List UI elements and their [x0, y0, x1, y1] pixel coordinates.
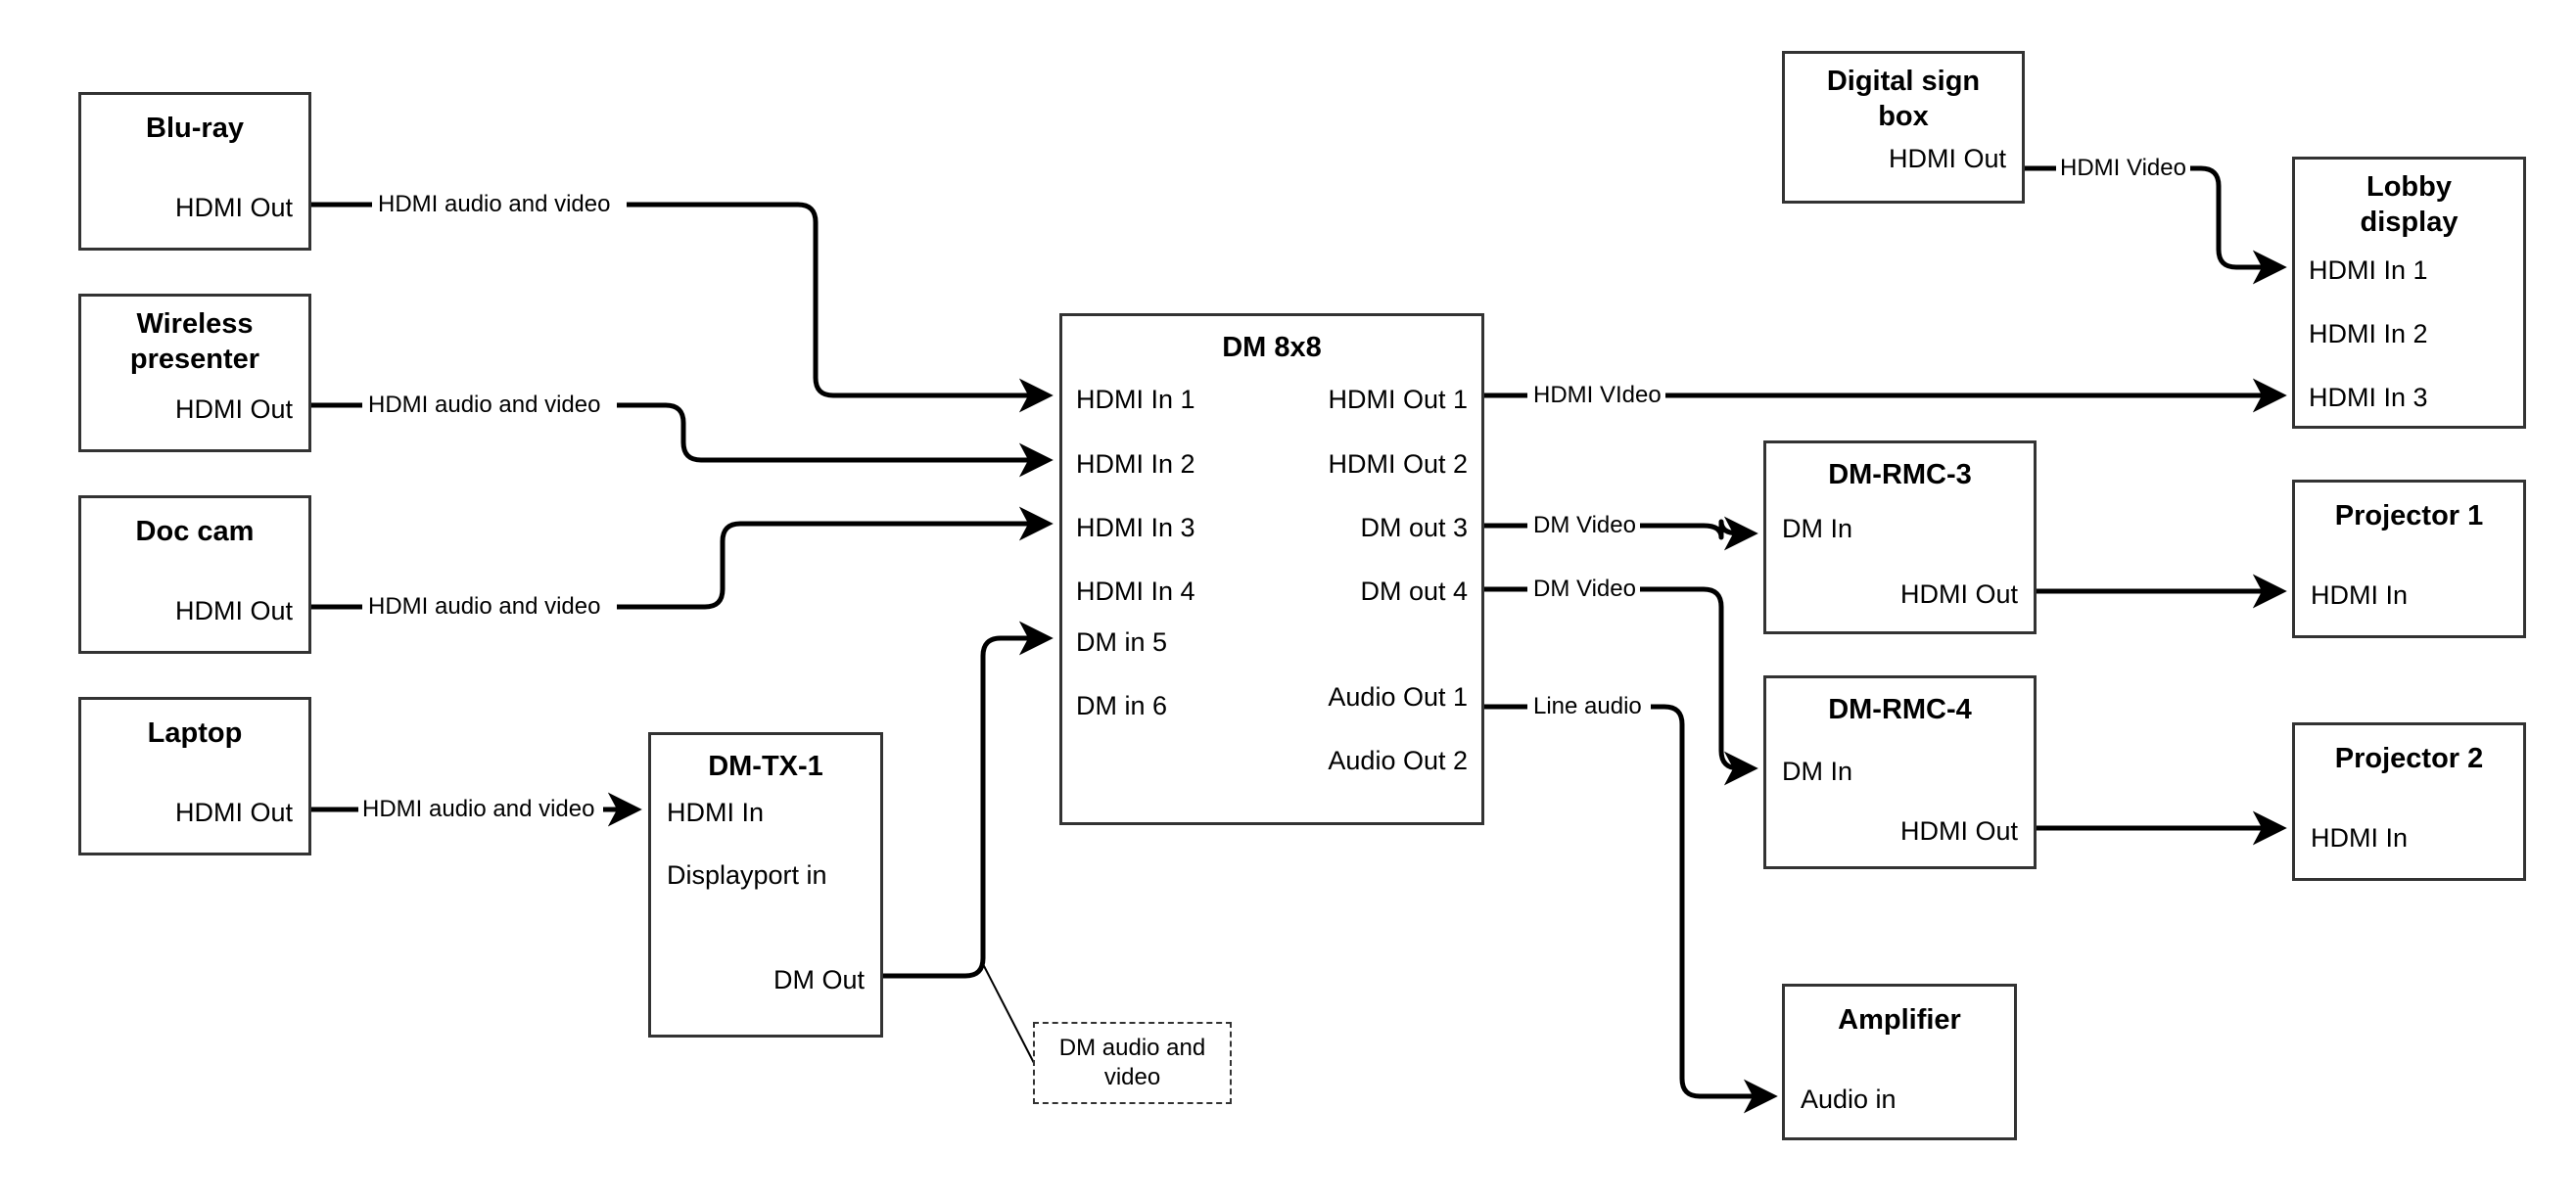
wire-dmtx-to-dm-in5 — [883, 621, 1054, 979]
node-projector-2-title: Projector 2 — [2334, 743, 2484, 774]
node-dm-8x8-port-dm-out-3[interactable]: DM out 3 — [1360, 513, 1468, 542]
node-dm-8x8-port-audio-out-2[interactable]: Audio Out 2 — [1328, 746, 1468, 775]
node-dm-rmc-3[interactable]: DM-RMC-3 DM In HDMI Out — [1763, 440, 2037, 634]
node-dm-tx-1-port-dm-out[interactable]: DM Out — [773, 965, 865, 994]
node-projector-2-port-hdmi-in[interactable]: HDMI In — [2311, 823, 2409, 853]
node-dm-tx-1-port-hdmi-in[interactable]: HDMI In — [667, 798, 765, 827]
node-dm-tx-1-title: DM-TX-1 — [708, 751, 823, 782]
edge-label-hdmi-video-out1: HDMI VIdeo — [1529, 383, 1665, 408]
node-lobby-display-title-line2: display — [2360, 207, 2459, 238]
node-dm-8x8-port-hdmi-out-1[interactable]: HDMI Out 1 — [1328, 385, 1468, 414]
node-amplifier[interactable]: Amplifier Audio in — [1782, 984, 2017, 1140]
node-dm-rmc-4[interactable]: DM-RMC-4 DM In HDMI Out — [1763, 675, 2037, 869]
node-dm-8x8[interactable]: DM 8x8 HDMI In 1 HDMI In 2 HDMI In 3 HDM… — [1059, 313, 1484, 825]
node-dm-8x8-port-hdmi-in-4[interactable]: HDMI In 4 — [1076, 577, 1195, 606]
node-dm-tx-1-port-displayport-in[interactable]: Displayport in — [667, 860, 827, 890]
node-bluray-title: Blu-ray — [146, 113, 244, 144]
node-dm-rmc-4-title: DM-RMC-4 — [1828, 694, 1972, 725]
node-dm-8x8-port-hdmi-in-2[interactable]: HDMI In 2 — [1076, 449, 1195, 479]
node-dm-8x8-port-hdmi-in-1[interactable]: HDMI In 1 — [1076, 385, 1195, 414]
edge-label-line-audio: Line audio — [1529, 694, 1646, 719]
node-dm-rmc-3-title: DM-RMC-3 — [1828, 459, 1972, 490]
node-dm-8x8-port-dm-in-6[interactable]: DM in 6 — [1076, 691, 1168, 720]
edge-label-hdmi-av-laptop: HDMI audio and video — [358, 797, 599, 822]
node-doc-cam-title: Doc cam — [135, 516, 255, 547]
node-wireless-presenter-port-hdmi-out[interactable]: HDMI Out — [174, 394, 293, 424]
node-dm-8x8-port-hdmi-out-2[interactable]: HDMI Out 2 — [1328, 449, 1468, 479]
node-dm-rmc-4-port-dm-in[interactable]: DM In — [1782, 757, 1853, 786]
callout-dm-audio-and-video: DM audio and video — [1033, 1022, 1232, 1104]
wire-dm-out3-to-rmc3 — [1484, 522, 1753, 537]
node-bluray-port-hdmi-out[interactable]: HDMI Out — [174, 193, 293, 222]
node-projector-1-title: Projector 1 — [2334, 500, 2484, 531]
wire-dm-audio1-to-amp — [1484, 704, 1772, 1096]
leader-dm-audio-video-callout — [982, 963, 1035, 1064]
node-wireless-presenter-title-line1: Wireless — [136, 308, 254, 340]
node-dm-rmc-4-port-hdmi-out[interactable]: HDMI Out — [1899, 816, 2018, 846]
node-amplifier-title: Amplifier — [1838, 1004, 1961, 1036]
node-projector-1-port-hdmi-in[interactable]: HDMI In — [2311, 580, 2409, 610]
node-lobby-display-port-hdmi-in-2[interactable]: HDMI In 2 — [2309, 319, 2428, 348]
node-laptop[interactable]: Laptop HDMI Out — [78, 697, 311, 855]
edge-label-dm-video-out3: DM Video — [1529, 513, 1640, 538]
node-laptop-port-hdmi-out[interactable]: HDMI Out — [174, 798, 293, 827]
node-doc-cam[interactable]: Doc cam HDMI Out — [78, 495, 311, 654]
node-dm-8x8-port-dm-in-5[interactable]: DM in 5 — [1076, 627, 1168, 657]
edge-label-hdmi-av-doccam: HDMI audio and video — [364, 594, 605, 620]
node-dm-tx-1[interactable]: DM-TX-1 HDMI In Displayport in DM Out — [648, 732, 883, 1038]
node-digital-sign-box-title-line2: box — [1878, 101, 1929, 132]
node-wireless-presenter-title-line2: presenter — [129, 344, 260, 375]
node-dm-8x8-port-audio-out-1[interactable]: Audio Out 1 — [1328, 682, 1468, 712]
wire-doccam-to-dm-in3 — [311, 524, 1048, 610]
edge-label-hdmi-av-bluray: HDMI audio and video — [374, 192, 615, 217]
edge-label-dm-video-out4: DM Video — [1529, 577, 1640, 602]
node-projector-1[interactable]: Projector 1 HDMI In — [2292, 480, 2526, 638]
node-amplifier-port-audio-in[interactable]: Audio in — [1801, 1085, 1897, 1114]
wire-dm-out4-to-rmc4 — [1484, 586, 1753, 768]
node-lobby-display[interactable]: Lobby display HDMI In 1 HDMI In 2 HDMI I… — [2292, 157, 2526, 429]
wire-signbox-to-lobby-in1 — [2025, 165, 2281, 267]
node-bluray[interactable]: Blu-ray HDMI Out — [78, 92, 311, 251]
node-laptop-title: Laptop — [147, 717, 243, 749]
wire-wireless-to-dm-in2 — [311, 402, 1048, 460]
callout-dm-audio-and-video-text: DM audio and video — [1058, 1035, 1206, 1090]
node-dm-rmc-3-port-dm-in[interactable]: DM In — [1782, 514, 1853, 543]
edge-label-hdmi-video-signbox: HDMI Video — [2056, 156, 2190, 181]
node-lobby-display-title-line1: Lobby — [2366, 171, 2452, 203]
node-digital-sign-box[interactable]: Digital sign box HDMI Out — [1782, 51, 2025, 204]
wire-bluray-to-dm-in1 — [311, 202, 1048, 395]
edge-label-hdmi-av-wireless: HDMI audio and video — [364, 393, 605, 418]
node-doc-cam-port-hdmi-out[interactable]: HDMI Out — [174, 596, 293, 625]
node-dm-8x8-title: DM 8x8 — [1222, 332, 1322, 363]
node-projector-2[interactable]: Projector 2 HDMI In — [2292, 722, 2526, 881]
node-dm-rmc-3-port-hdmi-out[interactable]: HDMI Out — [1899, 579, 2018, 609]
node-lobby-display-port-hdmi-in-1[interactable]: HDMI In 1 — [2309, 255, 2428, 285]
node-digital-sign-box-port-hdmi-out[interactable]: HDMI Out — [1888, 144, 2006, 173]
node-digital-sign-box-title-line1: Digital sign — [1826, 66, 1981, 97]
node-dm-8x8-port-hdmi-in-3[interactable]: HDMI In 3 — [1076, 513, 1195, 542]
node-wireless-presenter[interactable]: Wireless presenter HDMI Out — [78, 294, 311, 452]
node-lobby-display-port-hdmi-in-3[interactable]: HDMI In 3 — [2309, 383, 2428, 412]
node-dm-8x8-port-dm-out-4[interactable]: DM out 4 — [1360, 577, 1468, 606]
